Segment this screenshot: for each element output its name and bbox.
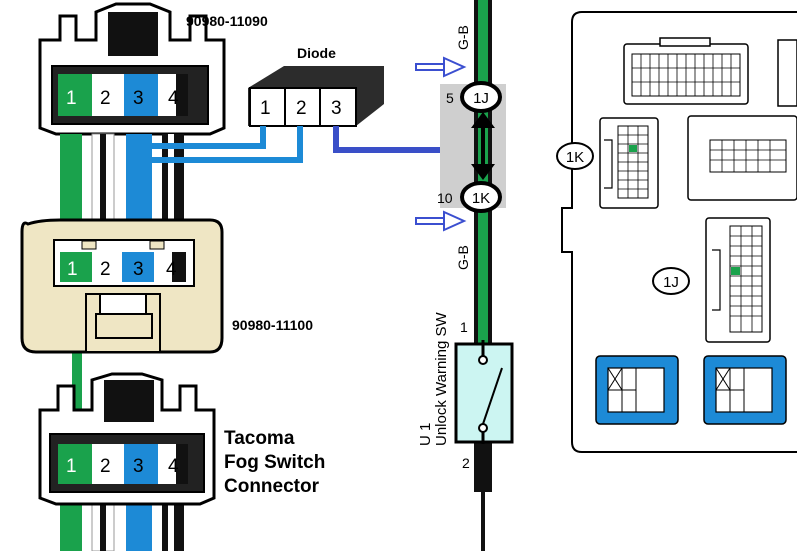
caption-line-1: Tacoma: [224, 428, 295, 449]
top-pin-3: 3: [133, 88, 144, 109]
diode-pin-2: 2: [296, 98, 307, 119]
bottom-pin-4: 4: [168, 456, 179, 477]
bottom-pin-1: 1: [66, 456, 77, 477]
top-cavity-grid: [631, 53, 741, 97]
top-pin-2: 2: [100, 88, 111, 109]
mid-pin-2: 2: [100, 259, 111, 280]
top-part-number: 90980-11090: [186, 13, 268, 29]
diode-pin-1: 1: [260, 98, 271, 119]
switch-id: U 1: [417, 423, 434, 446]
top-pin-4: 4: [168, 88, 179, 109]
relay-socket-left: [595, 355, 679, 425]
caption-line-2: Fog Switch: [224, 452, 325, 473]
wire-color-top: G-B: [455, 25, 471, 50]
junction-1k-pin: 10: [437, 190, 453, 206]
bottom-pin-3: 3: [133, 456, 144, 477]
pointer-arrow-upper: [415, 56, 467, 78]
schematic-wire: 1J 5 1K 10 G-B G-B 1 2 U 1 Unlock Warnin…: [415, 0, 514, 551]
mid-connector: 1 2 3 4 90980-11100: [20, 218, 313, 354]
mid-pin-1: 1: [67, 259, 78, 280]
junction-block: 1K 1J: [556, 11, 797, 453]
diode-title: Diode: [297, 45, 336, 61]
top-connector: 1 2 3 4 90980-11090: [38, 2, 268, 550]
1j-cavity-grid: [729, 225, 763, 333]
bottom-connector: 1 2 3 4: [38, 372, 216, 551]
pointer-arrow-lower: [415, 210, 467, 232]
switch-pin-top: 1: [460, 319, 468, 335]
block-label-1k: 1K: [566, 149, 584, 166]
mid-pin-4: 4: [166, 259, 177, 280]
relay-socket-right: [703, 355, 787, 425]
diode-wires: [128, 126, 440, 163]
connector-caption: Tacoma Fog Switch Connector: [224, 428, 325, 497]
switch-pin-bottom: 2: [462, 455, 470, 471]
diode: Diode 1 2 3: [248, 45, 384, 127]
bottom-pin-2: 2: [100, 456, 111, 477]
1k-cavity-grid: [617, 125, 649, 199]
top-pin-1: 1: [66, 88, 77, 109]
junction-1j-pin: 5: [446, 90, 454, 106]
block-label-1j: 1J: [663, 274, 679, 291]
diode-pin-3: 3: [331, 98, 342, 119]
mid-pin-3: 3: [133, 259, 144, 280]
junction-1j-label: 1J: [473, 90, 489, 107]
caption-line-3: Connector: [224, 476, 320, 497]
wire-color-bottom: G-B: [455, 245, 471, 270]
mid-part-number: 90980-11100: [232, 317, 313, 333]
switch-name: Unlock Warning SW: [433, 312, 450, 446]
junction-1k-label: 1K: [472, 190, 490, 207]
